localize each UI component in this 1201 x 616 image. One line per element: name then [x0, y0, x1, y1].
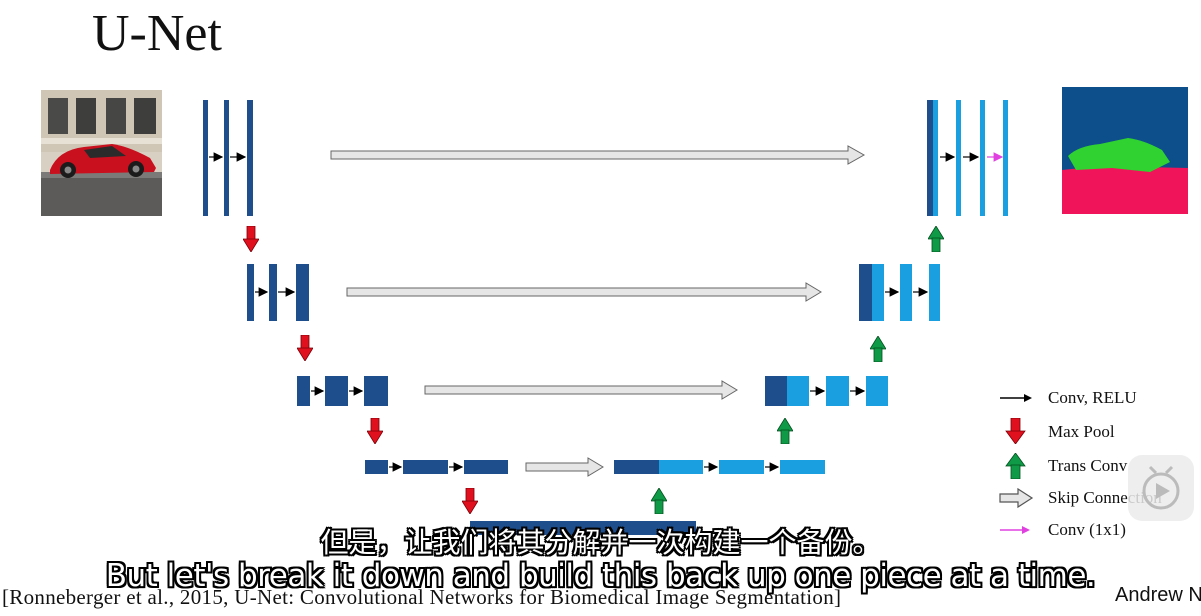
encoder-level-4 — [365, 460, 508, 474]
legend-label: Conv (1x1) — [1048, 520, 1126, 539]
trans-conv-arrow-2 — [870, 336, 886, 362]
trans-conv-arrow-4 — [651, 488, 667, 514]
play-icon — [1142, 465, 1180, 510]
skip-arrow-3 — [424, 380, 738, 400]
white-outline-arrow-icon — [999, 487, 1034, 509]
encoder-level-3 — [297, 376, 388, 406]
video-watermark — [1128, 455, 1194, 521]
encoder-level-1 — [203, 100, 253, 216]
max-pool-arrow-4 — [462, 488, 478, 514]
black-arrow-icon — [1000, 394, 1032, 402]
decoder-level-4 — [614, 460, 825, 474]
trans-conv-arrow-1 — [928, 226, 944, 252]
legend-label: Trans Conv — [1048, 456, 1128, 475]
red-down-arrow-icon — [1005, 418, 1026, 444]
input-image — [41, 90, 162, 216]
author-credit: Andrew N — [1115, 584, 1201, 606]
max-pool-arrow-1 — [243, 226, 259, 252]
magenta-arrow-icon — [1000, 526, 1030, 534]
max-pool-arrow-3 — [367, 418, 383, 444]
max-pool-arrow-2 — [297, 335, 313, 361]
slide-title: U-Net — [92, 5, 222, 62]
legend-label: Conv, RELU — [1048, 388, 1137, 407]
green-up-arrow-icon — [1005, 453, 1026, 479]
skip-arrow-4 — [525, 457, 604, 477]
trans-conv-arrow-3 — [777, 418, 793, 444]
legend-label: Max Pool — [1048, 422, 1115, 441]
decoder-level-1 — [927, 100, 1008, 216]
skip-arrow-1 — [330, 145, 866, 165]
encoder-level-2 — [247, 264, 309, 321]
skip-arrow-2 — [346, 282, 822, 302]
segmentation-output — [1062, 87, 1188, 214]
decoder-level-3 — [765, 376, 888, 406]
decoder-level-2 — [859, 264, 940, 321]
subtitle-english: But let's break it down and build this b… — [105, 558, 1096, 594]
subtitle-chinese: 但是，让我们将其分解并一次构建一个备份。 — [320, 526, 881, 559]
citation: [Ronneberger et al., 2015, U-Net: Convol… — [2, 585, 842, 609]
bottleneck — [470, 521, 696, 535]
